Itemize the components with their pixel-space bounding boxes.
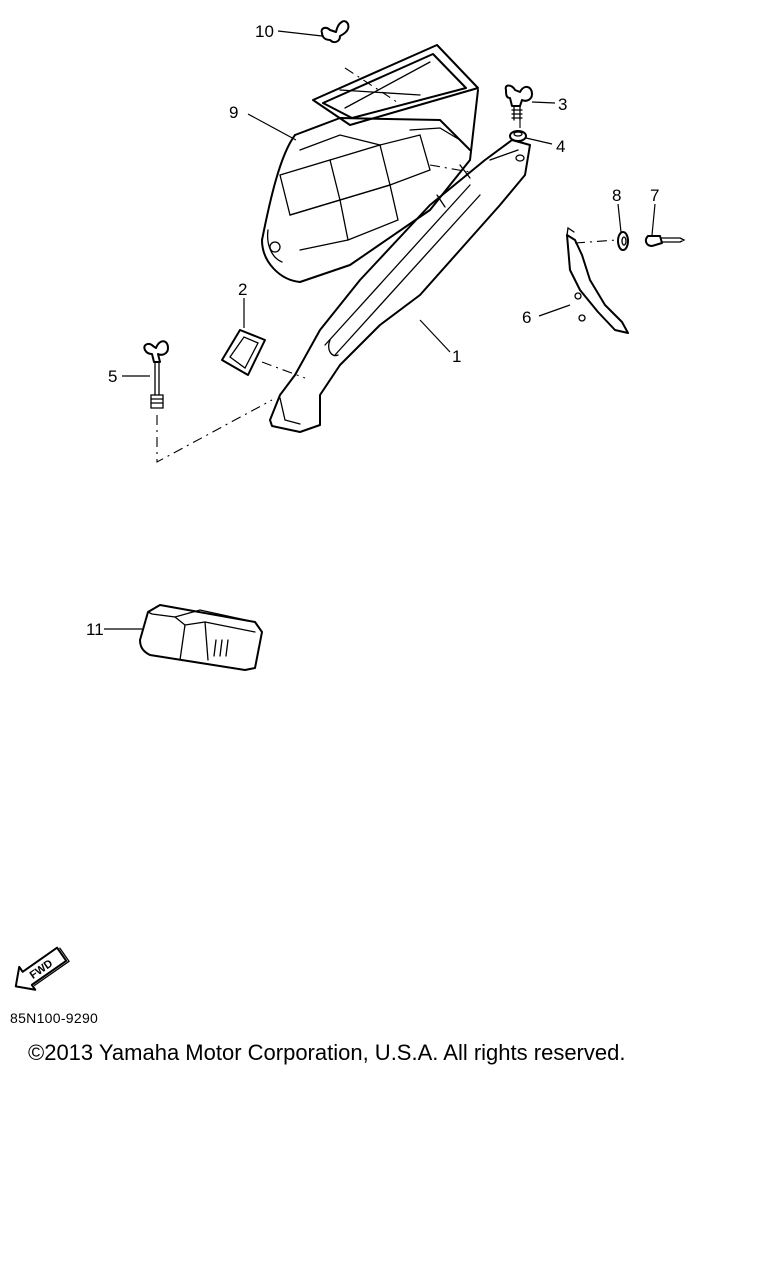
part-9-air-box xyxy=(261,44,479,283)
callout-1: 1 xyxy=(452,347,461,366)
part-2-gasket xyxy=(221,329,266,376)
callout-9: 9 xyxy=(229,103,238,122)
callout-4: 4 xyxy=(556,137,565,156)
part-code: 85N100-9290 xyxy=(10,1010,99,1026)
part-8-nut xyxy=(617,231,629,251)
part-6-bracket xyxy=(566,226,629,334)
leader-lines xyxy=(104,30,656,630)
part-10-wing-nut xyxy=(320,20,350,44)
callout-10: 10 xyxy=(255,22,274,41)
callout-5: 5 xyxy=(108,367,117,386)
callout-11: 11 xyxy=(86,620,104,639)
part-1-duct xyxy=(269,139,531,433)
part-3-wing-bolt xyxy=(504,84,533,121)
part-7-screw xyxy=(644,235,686,247)
callout-6: 6 xyxy=(522,308,531,327)
part-4-grommet xyxy=(509,130,527,142)
callout-3: 3 xyxy=(558,95,567,114)
callouts: 10 9 3 4 8 7 2 6 1 5 11 xyxy=(86,22,659,639)
callout-2: 2 xyxy=(238,280,247,299)
callout-7: 7 xyxy=(650,186,659,205)
callout-8: 8 xyxy=(612,186,621,205)
fwd-arrow-icon: FWD xyxy=(14,946,70,991)
part-11-pad xyxy=(139,604,263,671)
copyright-notice: ©2013 Yamaha Motor Corporation, U.S.A. A… xyxy=(28,1040,626,1065)
part-5-bolt xyxy=(143,340,169,409)
